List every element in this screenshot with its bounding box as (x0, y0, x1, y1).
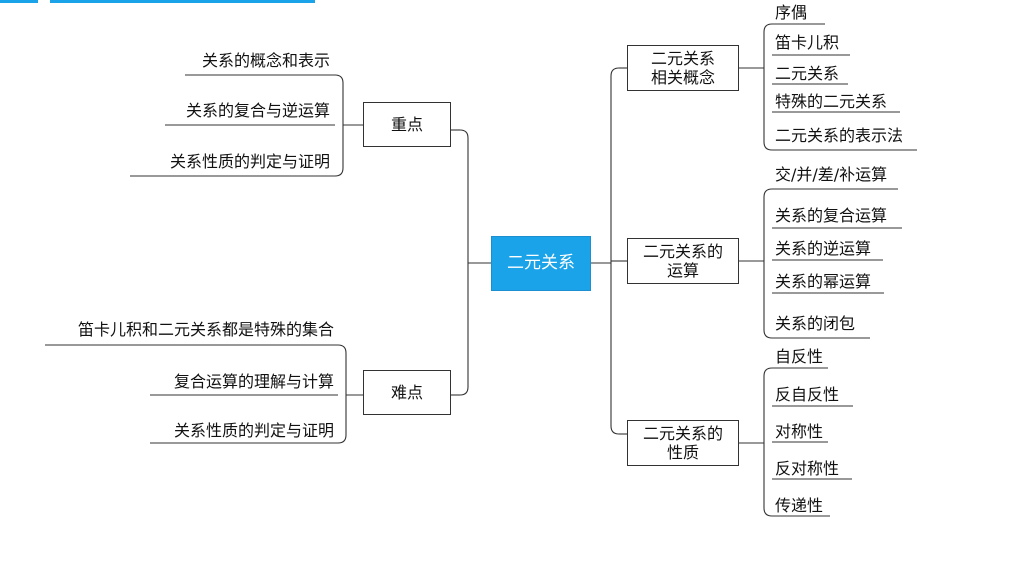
center-node: 二元关系 (491, 236, 591, 291)
branch-properties-line1: 二元关系的 (642, 424, 723, 443)
leaf-op-2: 关系的复合运算 (775, 206, 888, 225)
branch-difficulties: 难点 (363, 370, 451, 415)
branch-operations-line2: 运算 (666, 261, 699, 280)
branch-difficulties-label: 难点 (390, 383, 423, 402)
branch-key-points-label: 重点 (390, 115, 423, 134)
bracket-right-0 (763, 23, 773, 151)
bracket-left-1 (337, 344, 347, 444)
leaf-key-2: 关系的复合与逆运算 (185, 101, 330, 120)
leaf-concept-5: 二元关系的表示法 (775, 126, 904, 145)
top-accent-bar-left (0, 0, 38, 3)
leaf-op-5: 关系的闭包 (775, 314, 856, 333)
leaf-prop-4: 反对称性 (775, 459, 840, 478)
leaf-op-3: 关系的逆运算 (775, 239, 872, 258)
bracket-right-1 (763, 188, 773, 339)
bracket-left-0 (334, 74, 344, 177)
leaf-key-3: 关系性质的判定与证明 (169, 152, 330, 171)
center-node-label: 二元关系 (507, 253, 575, 273)
leaf-concept-4: 特殊的二元关系 (775, 92, 888, 111)
leaf-prop-2: 反自反性 (775, 385, 840, 404)
right-trunk (610, 67, 620, 435)
leaf-concept-3: 二元关系 (775, 64, 840, 83)
left-trunk (459, 129, 469, 396)
branch-operations: 二元关系的 运算 (627, 238, 739, 284)
leaf-op-1: 交/并/差/补运算 (775, 165, 888, 184)
leaf-prop-5: 传递性 (775, 496, 824, 515)
branch-concepts: 二元关系 相关概念 (627, 45, 739, 91)
leaf-concept-2: 笛卡儿积 (775, 33, 840, 52)
branch-operations-line1: 二元关系的 (642, 242, 723, 261)
leaf-diff-2: 复合运算的理解与计算 (173, 372, 334, 391)
leaf-prop-1: 自反性 (775, 347, 824, 366)
branch-concepts-line2: 相关概念 (650, 68, 715, 87)
branch-concepts-line1: 二元关系 (650, 49, 715, 68)
bracket-right-2 (763, 367, 773, 517)
leaf-diff-3: 关系性质的判定与证明 (173, 421, 334, 440)
branch-key-points: 重点 (363, 102, 451, 147)
leaf-op-4: 关系的幂运算 (775, 272, 872, 291)
leaf-key-1: 关系的概念和表示 (201, 51, 330, 70)
branch-properties: 二元关系的 性质 (627, 420, 739, 466)
top-accent-bar (50, 0, 315, 3)
branch-properties-line2: 性质 (666, 443, 699, 462)
leaf-diff-1: 笛卡儿积和二元关系都是特殊的集合 (77, 320, 334, 339)
leaf-prop-3: 对称性 (775, 422, 824, 441)
leaf-concept-1: 序偶 (775, 3, 808, 22)
